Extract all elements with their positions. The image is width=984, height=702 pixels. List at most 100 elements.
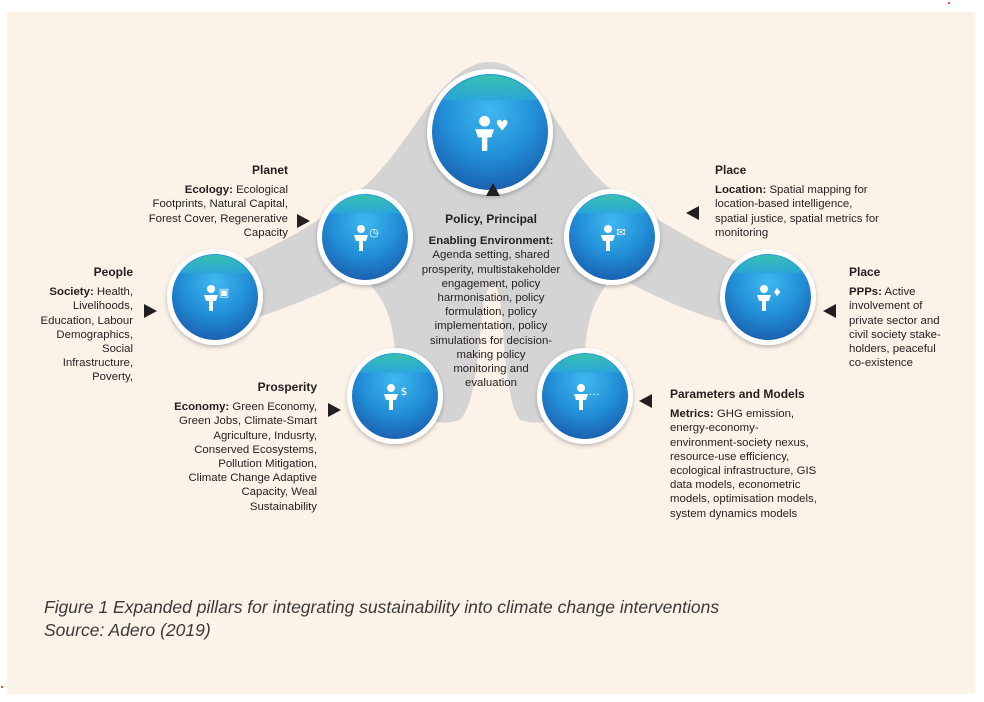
parameters-models-line: system dynamics models: [670, 507, 798, 520]
svg-text:▣: ▣: [219, 286, 229, 299]
place-ppp-line: holders, peaceful: [849, 343, 936, 356]
policy-line: monitoring and: [453, 363, 529, 376]
place-location-line: location-based intelligence,: [715, 198, 853, 211]
prosperity-line: Pollution Mitigation,: [218, 458, 317, 471]
user-mail-icon: ✉: [601, 225, 626, 251]
policy-line: formulation, policy: [445, 306, 537, 319]
parameters-models-line: resource-use efficiency,: [670, 450, 790, 463]
user-dollar-icon: $: [384, 384, 408, 410]
svg-text:✉: ✉: [616, 226, 625, 239]
place-ppp-line: Active: [884, 286, 916, 299]
parameters-models-line: data models, econometric: [670, 479, 801, 492]
policy-line: Agenda setting, shared: [432, 249, 550, 262]
place-location-text-block: Place Location: Spatial mapping for loca…: [715, 163, 925, 240]
corner-mark: [948, 2, 950, 4]
caption-source: Source: Adero (2019): [44, 620, 211, 640]
policy-line: evaluation: [465, 377, 517, 390]
policy-line: prosperity, multistakeholder: [421, 263, 561, 276]
place2-node: ♦: [720, 249, 816, 345]
caption-title: Figure 1 Expanded pillars for integratin…: [44, 597, 720, 617]
pointer-arrows: [144, 183, 836, 417]
people-line: Demographics,: [56, 328, 133, 341]
parameters-models-line: energy-economy-: [670, 422, 759, 435]
people-line: Poverty,: [92, 371, 133, 384]
place-ppp-line: co-existence: [849, 357, 913, 370]
corner-mark: [1, 686, 3, 688]
place-ppp-title: Place: [849, 265, 881, 279]
policy-line: making policy: [456, 348, 526, 361]
svg-text:$: $: [401, 385, 408, 398]
place-ppp-label: PPPs:: [849, 286, 882, 299]
svg-text:…: …: [589, 385, 600, 398]
people-line: Social: [101, 343, 133, 356]
policy-node: ♥: [427, 69, 553, 195]
place-location-label: Location:: [715, 184, 767, 197]
arrow-right-prosperity: [328, 403, 341, 417]
policy-text-block: Policy, Principal Enabling Environment: …: [400, 212, 582, 390]
people-line: Health,: [96, 286, 133, 299]
parameters-models-line: models, optimisation models,: [670, 493, 817, 506]
people-line: Livelihoods,: [72, 300, 133, 313]
planet-line: Footprints, Natural Capital,: [152, 198, 288, 211]
user-chat-icon: …: [574, 384, 600, 410]
parameters-models-line: ecological infrastructure, GIS: [670, 465, 817, 478]
user-shield-icon: ♦: [757, 285, 782, 311]
place-location-title: Place: [715, 163, 747, 177]
svg-text:◷: ◷: [369, 226, 379, 239]
arrow-left-ppp: [823, 304, 836, 318]
parameters-models-line: GHG emission,: [716, 408, 795, 421]
place-ppp-line: involvement of: [849, 300, 923, 313]
arrow-right-planet: [297, 214, 310, 228]
params-node: …: [537, 348, 633, 444]
prosperity-line: Climate Change Adaptive: [188, 472, 317, 485]
policy-line: engagement, policy: [441, 277, 541, 290]
connector-shape: [172, 62, 807, 423]
prosperity-line: Conserved Ecosystems,: [194, 443, 317, 456]
policy-line: simulations for decision-: [429, 334, 553, 347]
place-ppp-line: private sector and: [849, 314, 940, 327]
planet-line: Ecological: [236, 184, 288, 197]
svg-text:♦: ♦: [772, 286, 782, 299]
arrow-right-people: [144, 304, 157, 318]
parameters-models-text-block: Parameters and Models Metrics: GHG emiss…: [670, 387, 870, 521]
prosperity-title: Prosperity: [257, 380, 317, 394]
user-clock-icon: ◷: [354, 225, 379, 251]
parameters-models-line: environment-society nexus,: [670, 436, 809, 449]
place-location-line: monitoring: [715, 226, 769, 239]
prosperity-text-block: Prosperity Economy: Green Economy, Green…: [150, 380, 317, 514]
place-location-line: Spatial mapping for: [769, 184, 868, 197]
prosperity-label: Economy:: [174, 401, 230, 414]
place-ppp-text-block: Place PPPs: Active involvement of privat…: [849, 265, 974, 370]
people-line: Infrastructure,: [62, 357, 133, 370]
place-ppp-line: civil society stake-: [849, 328, 941, 341]
policy-line: harmonisation, policy: [437, 292, 545, 305]
planet-line: Capacity: [243, 226, 288, 239]
planet-title: Planet: [251, 163, 288, 177]
people-text-block: People Society: Health, Livelihoods, Edu…: [20, 265, 133, 385]
prosperity-node: $: [347, 348, 443, 444]
planet-text-block: Planet Ecology: Ecological Footprints, N…: [110, 163, 288, 240]
prosperity-line: Capacity, Weal: [241, 486, 317, 499]
parameters-models-title: Parameters and Models: [670, 387, 805, 401]
policy-title: Policy, Principal: [445, 212, 537, 226]
policy-label: Enabling Environment:: [428, 235, 554, 248]
user-briefcase-icon: ▣: [204, 285, 229, 311]
people-title: People: [93, 265, 133, 279]
place-location-line: spatial justice, spatial metrics for: [715, 212, 879, 225]
place1-node: ✉: [564, 189, 660, 285]
arrow-up-policy: [486, 183, 500, 196]
prosperity-line: Agriculture, Indusrty,: [213, 429, 317, 442]
planet-label: Ecology:: [184, 184, 233, 197]
svg-text:♥: ♥: [495, 118, 508, 135]
people-label: Society:: [49, 286, 94, 299]
user-heart-icon: ♥: [475, 115, 509, 151]
planet-line: Forest Cover, Regenerative: [148, 212, 288, 225]
policy-line: implementation, policy: [434, 320, 548, 333]
prosperity-line: Green Jobs, Climate-Smart: [179, 415, 317, 428]
planet-node: ◷: [317, 189, 413, 285]
figure-caption: Figure 1 Expanded pillars for integratin…: [44, 596, 719, 642]
people-node: ▣: [167, 249, 263, 345]
arrow-left-params: [639, 394, 652, 408]
prosperity-line: Sustainability: [249, 500, 317, 513]
